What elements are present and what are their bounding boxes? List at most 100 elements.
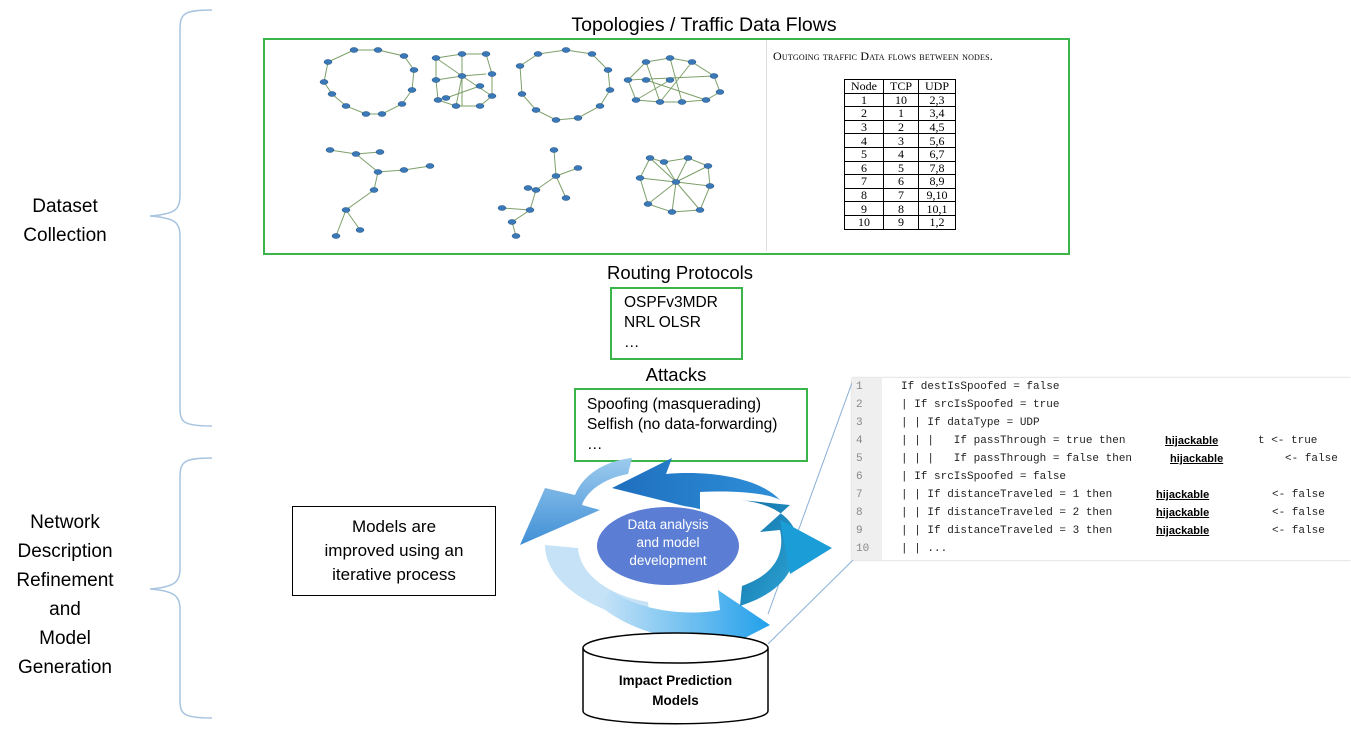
assigned-value: <- false (1272, 507, 1325, 519)
code-line: 2| If srcIsSpoofed = true (852, 396, 1351, 414)
line-number: 8 (856, 507, 863, 519)
attack-item: Selfish (no data-forwarding) (587, 416, 778, 433)
code-text: | | If distanceTraveled = 1 then (901, 489, 1113, 501)
protocol-item: NRL OLSR (624, 314, 701, 331)
cell-tcp: 7 (882, 187, 920, 203)
code-text: | | If distanceTraveled = 3 then (901, 525, 1113, 537)
attacks-box: Spoofing (masquerading) Selfish (no data… (574, 388, 808, 462)
note-line: improved using an (324, 541, 464, 560)
topology-nodes (319, 47, 724, 239)
attack-item: … (587, 436, 603, 453)
table-caption: Outgoing traffic Data flows between node… (773, 49, 993, 63)
line-number: 5 (856, 453, 863, 465)
code-text: | | | If passThrough = true then (901, 435, 1126, 447)
cell-tcp: 9 (882, 214, 920, 230)
traffic-flows-panel: Outgoing traffic Data flows between node… (766, 40, 1067, 251)
line-number: 6 (856, 471, 863, 483)
code-line: 10 | | ... (852, 540, 1351, 558)
line-number: 1 (856, 381, 863, 393)
line-number: 7 (856, 489, 863, 501)
code-text: If destIsSpoofed = false (901, 381, 1060, 393)
cell-node: 10 (844, 214, 884, 230)
label-line: Description (17, 541, 113, 562)
center-line: and model (636, 535, 700, 550)
label-line: Network (30, 512, 100, 533)
cycle-arrow-top (612, 458, 780, 510)
cycle-center (595, 505, 741, 587)
code-line: 8 | | If distanceTraveled = 2 then hijacka… (852, 504, 1351, 522)
label-line: and (49, 599, 81, 620)
network-brace (149, 457, 213, 719)
code-text: | | | If passThrough = false then (901, 453, 1133, 465)
attacks-title: Attacks (645, 364, 707, 385)
topologies-title: Topologies / Traffic Data Flows (571, 14, 837, 36)
iterative-process-note: Models are improved using an iterative p… (292, 506, 496, 596)
routing-protocols-title: Routing Protocols (606, 262, 754, 283)
code-line: 4 | | | If passThrough = true then hijacka… (852, 432, 1351, 450)
dataset-brace (149, 9, 213, 427)
hijackable-keyword: hijackable (1170, 453, 1224, 465)
hijackable-keyword: hijackable (1156, 507, 1210, 519)
cell-udp: 4,5 (918, 119, 957, 135)
code-line: 9 | | If distanceTraveled = 3 then hijacka… (852, 522, 1351, 540)
cycle-center-label: Data analysis and model development (596, 516, 740, 570)
database-label: Impact Prediction Models (583, 671, 768, 711)
code-line: 6 | If srcIsSpoofed = false (852, 468, 1351, 486)
label-line: Refinement (16, 570, 114, 591)
assigned-value: t <- true (1258, 435, 1318, 447)
label-line: Dataset (32, 196, 98, 217)
network-refinement-label: Network Description Refinement and Model… (0, 508, 130, 682)
code-text: | If srcIsSpoofed = false (901, 471, 1067, 483)
code-line: 1 If destIsSpoofed = false (852, 378, 1351, 396)
label-line: Model (39, 628, 91, 649)
database-top (582, 632, 769, 664)
code-line: 5 | | | If passThrough = false then hijack… (852, 450, 1351, 468)
line-number: 4 (856, 435, 863, 447)
line-number: 3 (856, 417, 863, 429)
cycle-arrow-right-head (780, 520, 832, 574)
database-line: Models (652, 693, 699, 708)
assigned-value: <- false (1285, 453, 1338, 465)
label-line: Collection (23, 225, 107, 246)
note-line: Models are (351, 517, 437, 536)
dataset-collection-label: Dataset Collection (0, 192, 130, 250)
hijackable-keyword: hijackable (1156, 525, 1210, 537)
code-text: | | If dataType = UDP (901, 417, 1040, 429)
connector-line-bottom (767, 559, 854, 645)
line-number: 2 (856, 399, 863, 411)
table-header-row: Node TCP UDP (844, 79, 957, 94)
center-line: development (629, 553, 707, 568)
label-line: Generation (17, 657, 112, 678)
database-line: Impact Prediction (618, 673, 733, 688)
cycle-arrow-left (520, 458, 632, 545)
code-text: | | ... (901, 543, 948, 555)
topology-graphs (319, 47, 724, 239)
assigned-value: <- false (1272, 525, 1325, 537)
code-line: 3 | | If dataType = UDP (852, 414, 1351, 432)
note-line: iterative process (332, 565, 456, 584)
cell-udp: 1,2 (918, 214, 957, 230)
line-number: 10 (856, 543, 870, 555)
hijackable-keyword: hijackable (1165, 435, 1219, 447)
cell-tcp: 5 (882, 160, 920, 176)
routing-protocols-box: OSPFv3MDR NRL OLSR … (610, 287, 743, 360)
line-number: 9 (856, 525, 863, 537)
line-number-gutter (852, 378, 882, 560)
col-node-header: Node (844, 79, 884, 94)
attack-item: Spoofing (masquerading) (587, 396, 762, 413)
col-udp-header: UDP (918, 79, 957, 94)
code-text: | | If distanceTraveled = 2 then (901, 507, 1113, 519)
center-line: Data analysis (627, 517, 709, 532)
